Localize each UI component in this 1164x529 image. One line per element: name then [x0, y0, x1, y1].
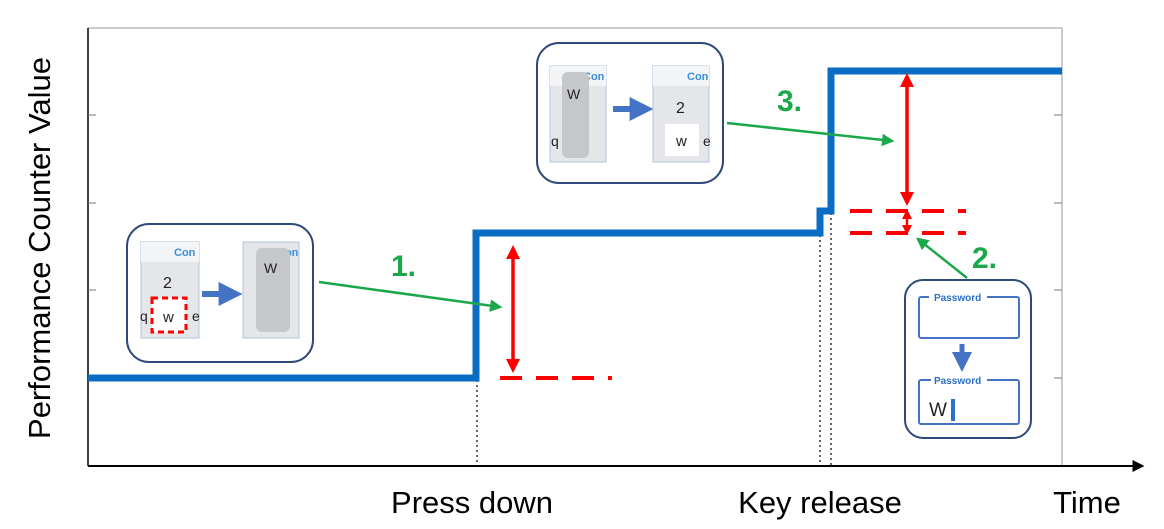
typed-character: W: [929, 400, 947, 421]
keyboard-thumbnail-popup: Con W q: [549, 65, 607, 163]
digit-key: 2: [163, 275, 172, 292]
keyboard-thumbnail-before: Con 2 w q e: [140, 241, 200, 339]
step-label-3: 3.: [777, 85, 802, 118]
keyboard-thumbnail-after: Con W: [242, 241, 300, 339]
keyboard-thumbnail-released: Con 2 w e: [652, 65, 711, 163]
digit-key: 2: [676, 100, 685, 117]
letter-key: w: [162, 309, 174, 326]
keyboard-top-label: Con: [687, 71, 709, 83]
plot-frame: [87, 27, 1145, 472]
letter-key: w: [675, 133, 687, 150]
x-axis-label: Time: [1053, 485, 1121, 520]
event-guide-lines: [476, 213, 832, 466]
step-labels: 1. 3. 2.: [391, 85, 997, 283]
edge-glyph-left: q: [140, 308, 148, 324]
measurement-arrows: [506, 73, 914, 373]
edge-glyph-left: q: [551, 133, 559, 149]
event-label-key-release: Key release: [738, 485, 902, 520]
text-cursor: [951, 399, 955, 421]
counter-trace: [88, 67, 1062, 382]
password-field-filled: Password W: [918, 374, 1020, 425]
keypress-panel: Con 2 w q e Con W: [126, 223, 314, 363]
y-axis-label: Performance Counter Value: [22, 57, 57, 439]
password-label: Password: [934, 376, 981, 387]
highlighted-key: [150, 296, 188, 334]
edge-glyph-right: e: [192, 308, 200, 324]
step-label-2: 2.: [972, 242, 997, 275]
y-axis-ticks: [88, 114, 1062, 379]
password-field-empty: Password: [918, 291, 1020, 339]
popup-key: W: [264, 260, 278, 276]
keyboard-top-label: Con: [174, 247, 196, 259]
edge-glyph-right: e: [703, 133, 711, 149]
password-panel: Password Password W: [904, 279, 1032, 439]
password-label: Password: [934, 293, 981, 304]
event-label-press-down: Press down: [391, 485, 553, 520]
callout-arrows: [318, 121, 968, 312]
popup-key: W: [567, 86, 581, 102]
step-label-1: 1.: [391, 250, 416, 283]
key-release-panel: Con W q Con 2 w e: [536, 42, 724, 184]
